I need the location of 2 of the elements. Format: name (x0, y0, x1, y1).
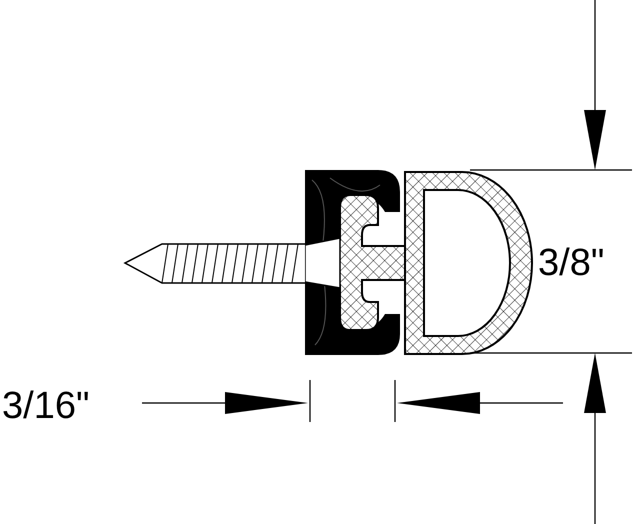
dimension-label: 3/16" (2, 385, 90, 427)
dimension-label: 3/8" (538, 242, 604, 284)
